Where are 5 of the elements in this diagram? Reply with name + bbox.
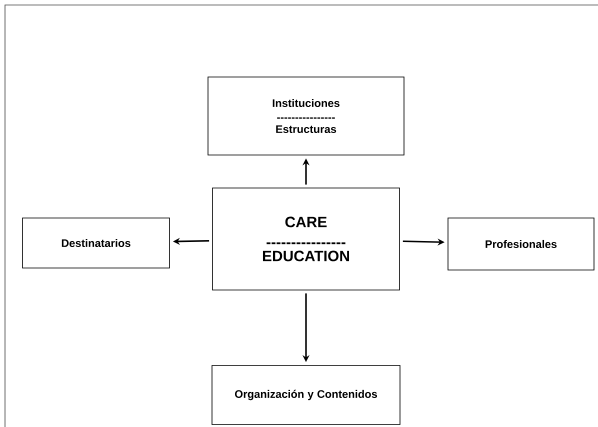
- text-box: Profesionales: [448, 218, 594, 270]
- text-box: Destinatarios: [22, 218, 170, 268]
- text-box: Instituciones ---------------- Estructuras: [208, 76, 404, 156]
- text-box: Organización y Contenidos: [212, 365, 400, 425]
- text-box: CARE ---------------- EDUCATION: [212, 188, 400, 290]
